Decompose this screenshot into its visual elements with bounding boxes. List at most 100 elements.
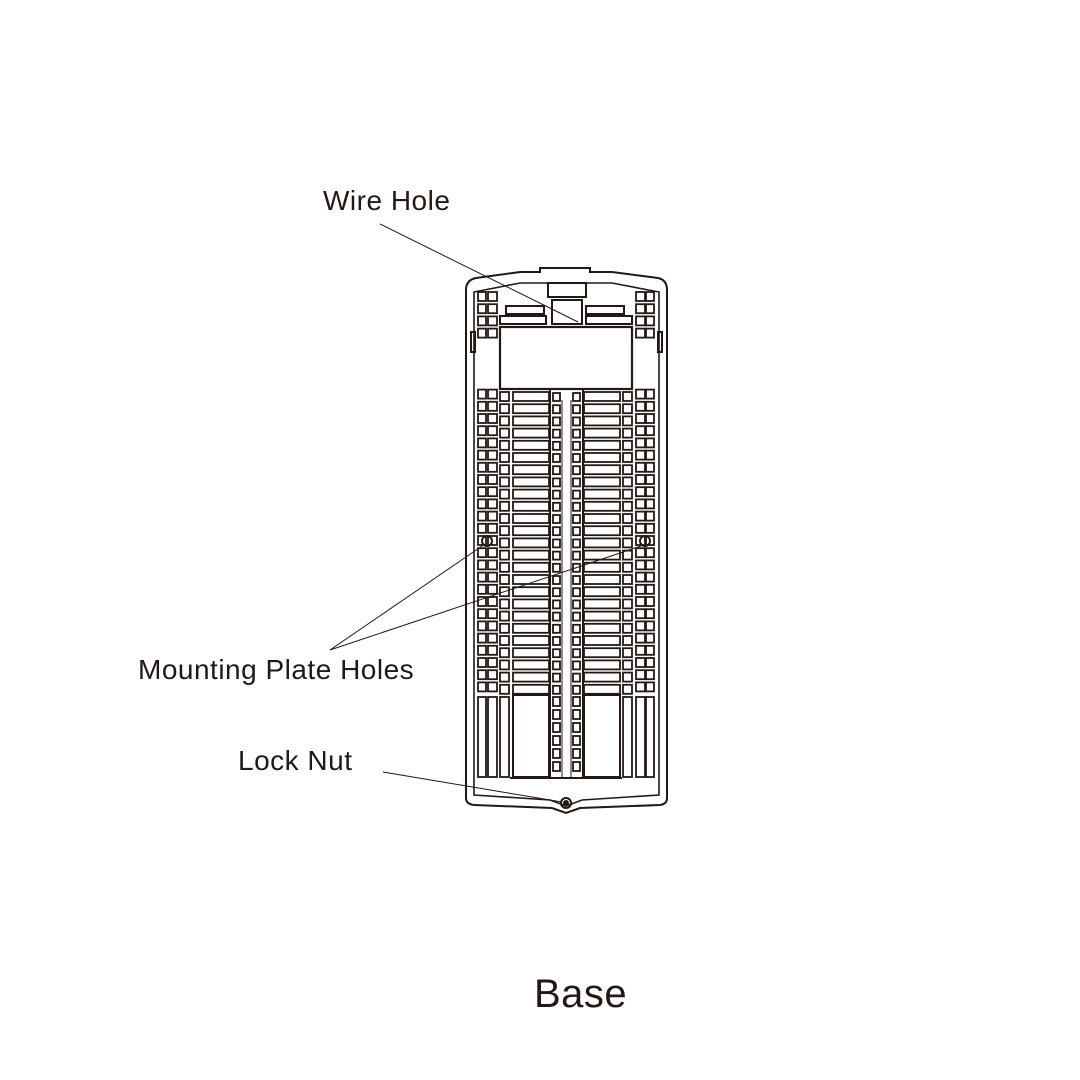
rib-cell [499,391,510,402]
rib-cell [499,452,510,463]
rib-cell [487,498,498,510]
rib-cell [645,608,655,620]
rib-cell [635,315,646,327]
rib-cell [622,476,633,488]
rib-cell [477,474,487,485]
center-cell [572,611,581,622]
center-cell [552,501,561,512]
rib-cell [645,620,655,632]
rib-cell [499,537,510,549]
mounting-hole-leader-left [329,543,486,651]
rib-cell [487,669,498,681]
rib-cell [487,596,498,607]
rib-cell [645,425,655,437]
bottom-panel [512,694,550,778]
center-cell [572,526,581,537]
rib-cell [635,608,646,620]
rib-cell [635,583,646,595]
wire-hole-leader [379,223,579,323]
wire-hole-box [551,299,583,325]
center-cell [572,538,581,549]
rib-cell [487,510,498,522]
rib-cell [635,522,646,534]
rib-cell [622,403,633,415]
rib-slot [583,537,621,549]
center-cell [572,440,581,451]
rib-cell [499,464,510,476]
leader-lines [329,223,642,803]
center-cell [552,696,561,707]
rib-cell [645,596,655,607]
mounting-plate-hole-left [481,535,493,547]
rib-cell [645,669,655,681]
rib-cell [622,537,633,549]
bottom-rib [477,696,487,778]
rib-cell [635,559,646,571]
rib-cell [635,291,646,302]
rib-slot [512,513,550,524]
rib-cell [622,635,633,646]
rib-cell [487,559,498,571]
rib-slot [512,561,550,573]
rib-cell [487,437,498,449]
rib-cell [487,474,498,485]
rib-slot [512,549,550,561]
rib-cell [635,303,646,315]
rib-slot [512,525,550,537]
rib-cell [477,547,487,559]
rib-cell [499,598,510,610]
rib-cell [499,439,510,451]
rib-cell [487,681,498,693]
rib-cell [645,303,655,315]
rib-cell [499,610,510,622]
rib-cell [499,403,510,415]
rib-slot [512,586,550,598]
center-cell [572,660,581,671]
mounting-hole-leader-right [329,545,642,651]
rib-cell [622,574,633,585]
rib-cell [487,608,498,620]
center-cell [552,465,561,476]
rib-cell [477,669,487,681]
rib-slot [583,683,621,695]
rib-cell [645,510,655,522]
rib-cell [487,535,498,546]
rib-cell [487,303,498,315]
center-cell [552,636,561,646]
rib-cell [487,315,498,327]
rib-cell [487,571,498,583]
rib-cell [499,683,510,695]
rib-cell [487,486,498,498]
center-cell [552,709,561,720]
rib-slot [512,635,550,646]
rib-slot [583,476,621,488]
rib-cell [622,659,633,671]
rib-cell [645,461,655,473]
rib-cell [477,498,487,510]
rib-cell [622,671,633,683]
rib-cell [487,547,498,559]
rib-cell [622,391,633,402]
center-cell [572,761,581,772]
rib-cell [635,449,646,461]
rib-cell [499,513,510,524]
rib-cell [645,571,655,583]
rib-cell [622,513,633,524]
center-cell [572,489,581,500]
center-cell [552,672,561,683]
rib-cell [477,327,487,339]
rib-slot [512,439,550,451]
rib-cell [487,583,498,595]
rib-cell [622,561,633,573]
rib-slot [512,391,550,402]
rib-cell [499,671,510,683]
center-cell [552,489,561,500]
rib-cell [477,291,487,302]
rib-slot [583,525,621,537]
center-cell [572,392,581,402]
rib-cell [635,632,646,644]
center-cell [552,428,561,439]
center-cell [572,514,581,524]
mounting-plate-holes-label: Mounting Plate Holes [138,654,415,685]
